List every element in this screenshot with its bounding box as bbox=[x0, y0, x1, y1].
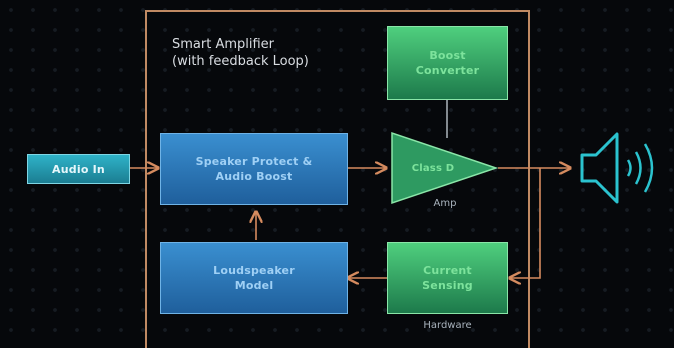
amp-label: Amp bbox=[433, 198, 457, 209]
hardware-label: Hardware bbox=[423, 320, 472, 331]
loudspeaker-model-block: Loudspeaker Model bbox=[160, 242, 348, 314]
audio-in-label: Audio In bbox=[52, 162, 105, 176]
audio-in-block: Audio In bbox=[27, 154, 130, 184]
class-d-label: Class D bbox=[411, 162, 455, 174]
wire-feedback-to-sensing bbox=[510, 168, 541, 278]
frame-title-line2: (with feedback Loop) bbox=[172, 54, 309, 69]
speaker-protect-label: Speaker Protect & Audio Boost bbox=[195, 155, 313, 183]
boost-converter-block: Boost Converter bbox=[387, 26, 508, 100]
frame-title-line1: Smart Amplifier bbox=[172, 37, 275, 52]
boost-converter-label: Boost Converter bbox=[415, 49, 480, 77]
speaker-icon bbox=[580, 132, 654, 204]
speaker-protect-block: Speaker Protect & Audio Boost bbox=[160, 133, 348, 205]
frame-title: Smart Amplifier (with feedback Loop) bbox=[172, 36, 309, 70]
current-sensing-block: Current Sensing bbox=[387, 242, 508, 314]
class-d-amp-triangle bbox=[391, 131, 499, 205]
connection-wires bbox=[130, 100, 654, 340]
class-d-label-box: Class D bbox=[398, 160, 468, 176]
current-sensing-label: Current Sensing bbox=[422, 264, 473, 292]
smart-amplifier-frame bbox=[145, 10, 530, 348]
loudspeaker-model-label: Loudspeaker Model bbox=[213, 264, 295, 292]
